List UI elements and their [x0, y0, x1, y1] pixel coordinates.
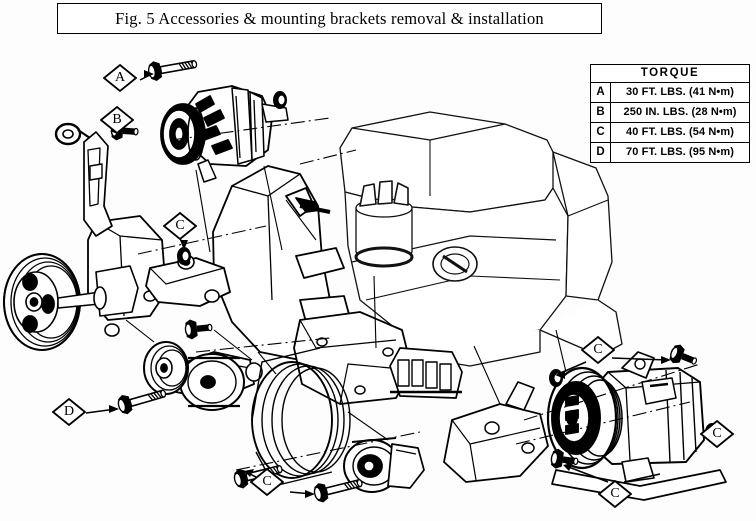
- callout-b: B: [100, 106, 134, 134]
- callout-c5: C: [700, 420, 734, 448]
- diamond-shape: [100, 106, 134, 134]
- table-row: B 250 IN. LBS. (28 N•m): [591, 103, 749, 123]
- diamond-shape: [700, 420, 734, 448]
- bolt-a: [146, 53, 200, 83]
- figure-caption-box: Fig. 5 Accessories & mounting brackets r…: [57, 3, 602, 34]
- torque-row-key: D: [591, 143, 611, 162]
- nut-bracket-right: [548, 368, 564, 388]
- bolt-c-compressor-top: [667, 341, 701, 372]
- table-row: C 40 FT. LBS. (54 N•m): [591, 123, 749, 143]
- torque-row-key: A: [591, 83, 611, 102]
- callout-c1: C: [163, 212, 197, 240]
- nut-alternator: [272, 90, 288, 110]
- diamond-shape: [581, 336, 615, 364]
- torque-table: TORQUE A 30 FT. LBS. (41 N•m) B 250 IN. …: [590, 64, 750, 163]
- diamond-shape: [103, 64, 137, 92]
- callout-a: A: [103, 64, 137, 92]
- torque-table-header: TORQUE: [591, 65, 749, 83]
- figure-caption-text: Fig. 5 Accessories & mounting brackets r…: [115, 8, 544, 28]
- callout-c2: C: [250, 468, 284, 496]
- diamond-shape: [598, 480, 632, 508]
- torque-row-value: 30 FT. LBS. (41 N•m): [626, 86, 734, 98]
- callout-c4: C: [598, 480, 632, 508]
- table-row: D 70 FT. LBS. (95 N•m): [591, 143, 749, 162]
- diamond-shape: [250, 468, 284, 496]
- callout-c3: C: [581, 336, 615, 364]
- diamond-shape: [52, 398, 86, 426]
- torque-row-value: 250 IN. LBS. (28 N•m): [623, 106, 737, 118]
- bolt-ps-lower: [183, 316, 214, 341]
- torque-row-key: C: [591, 123, 611, 142]
- torque-row-value: 70 FT. LBS. (95 N•m): [626, 146, 734, 158]
- table-row: A 30 FT. LBS. (41 N•m): [591, 83, 749, 103]
- callout-d: D: [52, 398, 86, 426]
- torque-row-key: B: [591, 103, 611, 122]
- diamond-shape: [163, 212, 197, 240]
- torque-row-value: 40 FT. LBS. (54 N•m): [626, 126, 734, 138]
